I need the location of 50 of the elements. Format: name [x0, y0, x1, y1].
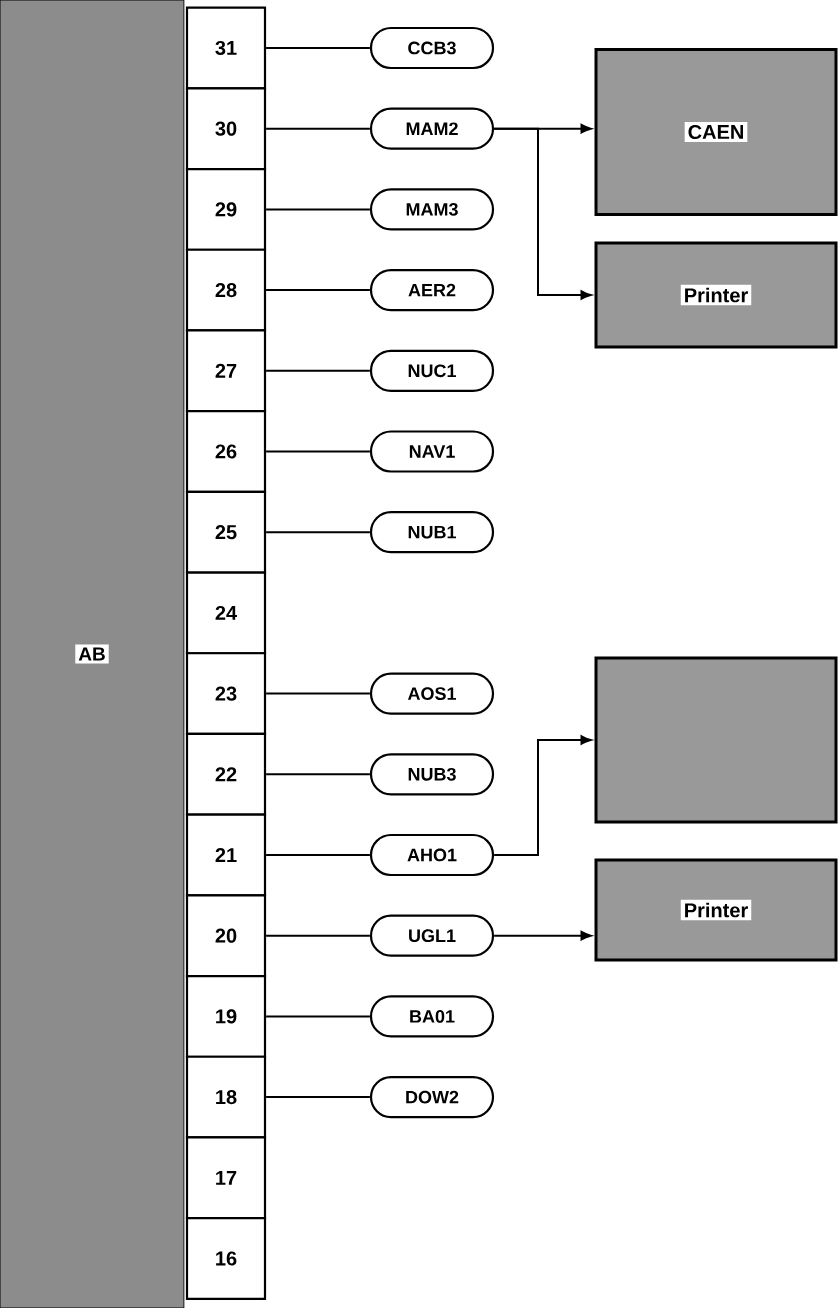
slot-box: 28 [185, 248, 267, 332]
slot-box: 25 [185, 490, 267, 574]
device-label: AOS1 [369, 672, 495, 715]
device-label: NUB1 [369, 511, 495, 554]
system-box: CAEN [594, 48, 838, 216]
device-label: CCB3 [369, 26, 495, 70]
device-label: AER2 [369, 269, 495, 312]
device-label: MAM3 [369, 188, 495, 231]
connector [265, 934, 371, 937]
slot-box: 29 [185, 167, 267, 251]
connector [493, 127, 592, 300]
connector [265, 1015, 371, 1018]
device-label: MAM2 [369, 107, 495, 150]
system-box: Printer [594, 241, 838, 349]
device-label: DOW2 [369, 1076, 495, 1119]
slot-box: 31 [185, 6, 267, 90]
connector [265, 854, 371, 856]
system-box: Printer [594, 858, 838, 962]
connector [493, 930, 592, 941]
bus-bar: AB [0, 0, 185, 1308]
system-box [594, 656, 838, 824]
device-label: NUB3 [369, 753, 495, 796]
device-label: NAV1 [369, 430, 495, 473]
device-label: BA01 [369, 995, 495, 1038]
connector [265, 692, 371, 695]
slot-box: 19 [185, 974, 267, 1058]
slot-box: 24 [185, 571, 267, 655]
slot-box: 22 [185, 732, 267, 816]
connector [265, 450, 371, 453]
slot-box: 23 [185, 652, 267, 736]
connector [493, 735, 592, 856]
connector [265, 531, 371, 534]
connector [265, 127, 371, 130]
device-label: NUC1 [369, 349, 495, 392]
connector [265, 773, 371, 776]
slot-box: 26 [185, 410, 267, 493]
slot-box: 17 [185, 1136, 267, 1220]
slot-box: 21 [185, 813, 267, 897]
slot-box: 30 [185, 87, 267, 171]
connector [265, 289, 371, 292]
connector [265, 369, 371, 372]
device-label: AHO1 [369, 833, 495, 877]
slot-box: 27 [185, 329, 267, 413]
slot-box: 20 [185, 894, 267, 978]
slot-box: 18 [185, 1055, 267, 1139]
device-label: UGL1 [369, 914, 495, 957]
slot-box: 16 [185, 1217, 267, 1300]
connector [265, 208, 371, 211]
connector [265, 1096, 371, 1099]
connector [265, 47, 371, 49]
